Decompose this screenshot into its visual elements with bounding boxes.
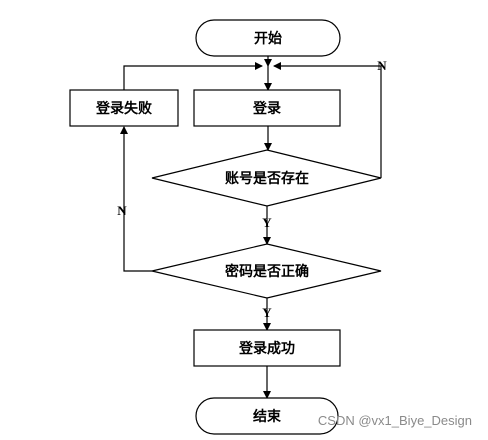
login-failed-node: 登录失败 bbox=[69, 89, 179, 127]
account-check-label: 账号是否存在 bbox=[225, 170, 309, 187]
password-yes-label: Y bbox=[262, 305, 272, 320]
watermark-text: CSDN @vx1_Biye_Design bbox=[318, 413, 472, 428]
edge-failed-to-merge bbox=[123, 62, 263, 90]
login-success-node: 登录成功 bbox=[193, 329, 341, 367]
end-node: 结束 bbox=[195, 397, 339, 435]
start-node: 开始 bbox=[195, 19, 341, 57]
password-check-node: 密码是否正确 bbox=[151, 243, 382, 299]
password-no-label: N bbox=[117, 203, 127, 218]
account-no-label: N bbox=[377, 58, 387, 73]
account-yes-label: Y bbox=[262, 215, 272, 230]
login-label: 登录 bbox=[252, 100, 281, 117]
start-label: 开始 bbox=[254, 30, 282, 47]
login-success-label: 登录成功 bbox=[238, 340, 295, 357]
login-failed-label: 登录失败 bbox=[95, 100, 153, 117]
account-check-node: 账号是否存在 bbox=[151, 149, 382, 207]
end-label: 结束 bbox=[253, 408, 282, 425]
edge-account-no bbox=[273, 62, 382, 178]
login-node: 登录 bbox=[193, 89, 341, 127]
edge-password-no bbox=[120, 126, 152, 272]
password-check-label: 密码是否正确 bbox=[224, 263, 309, 280]
